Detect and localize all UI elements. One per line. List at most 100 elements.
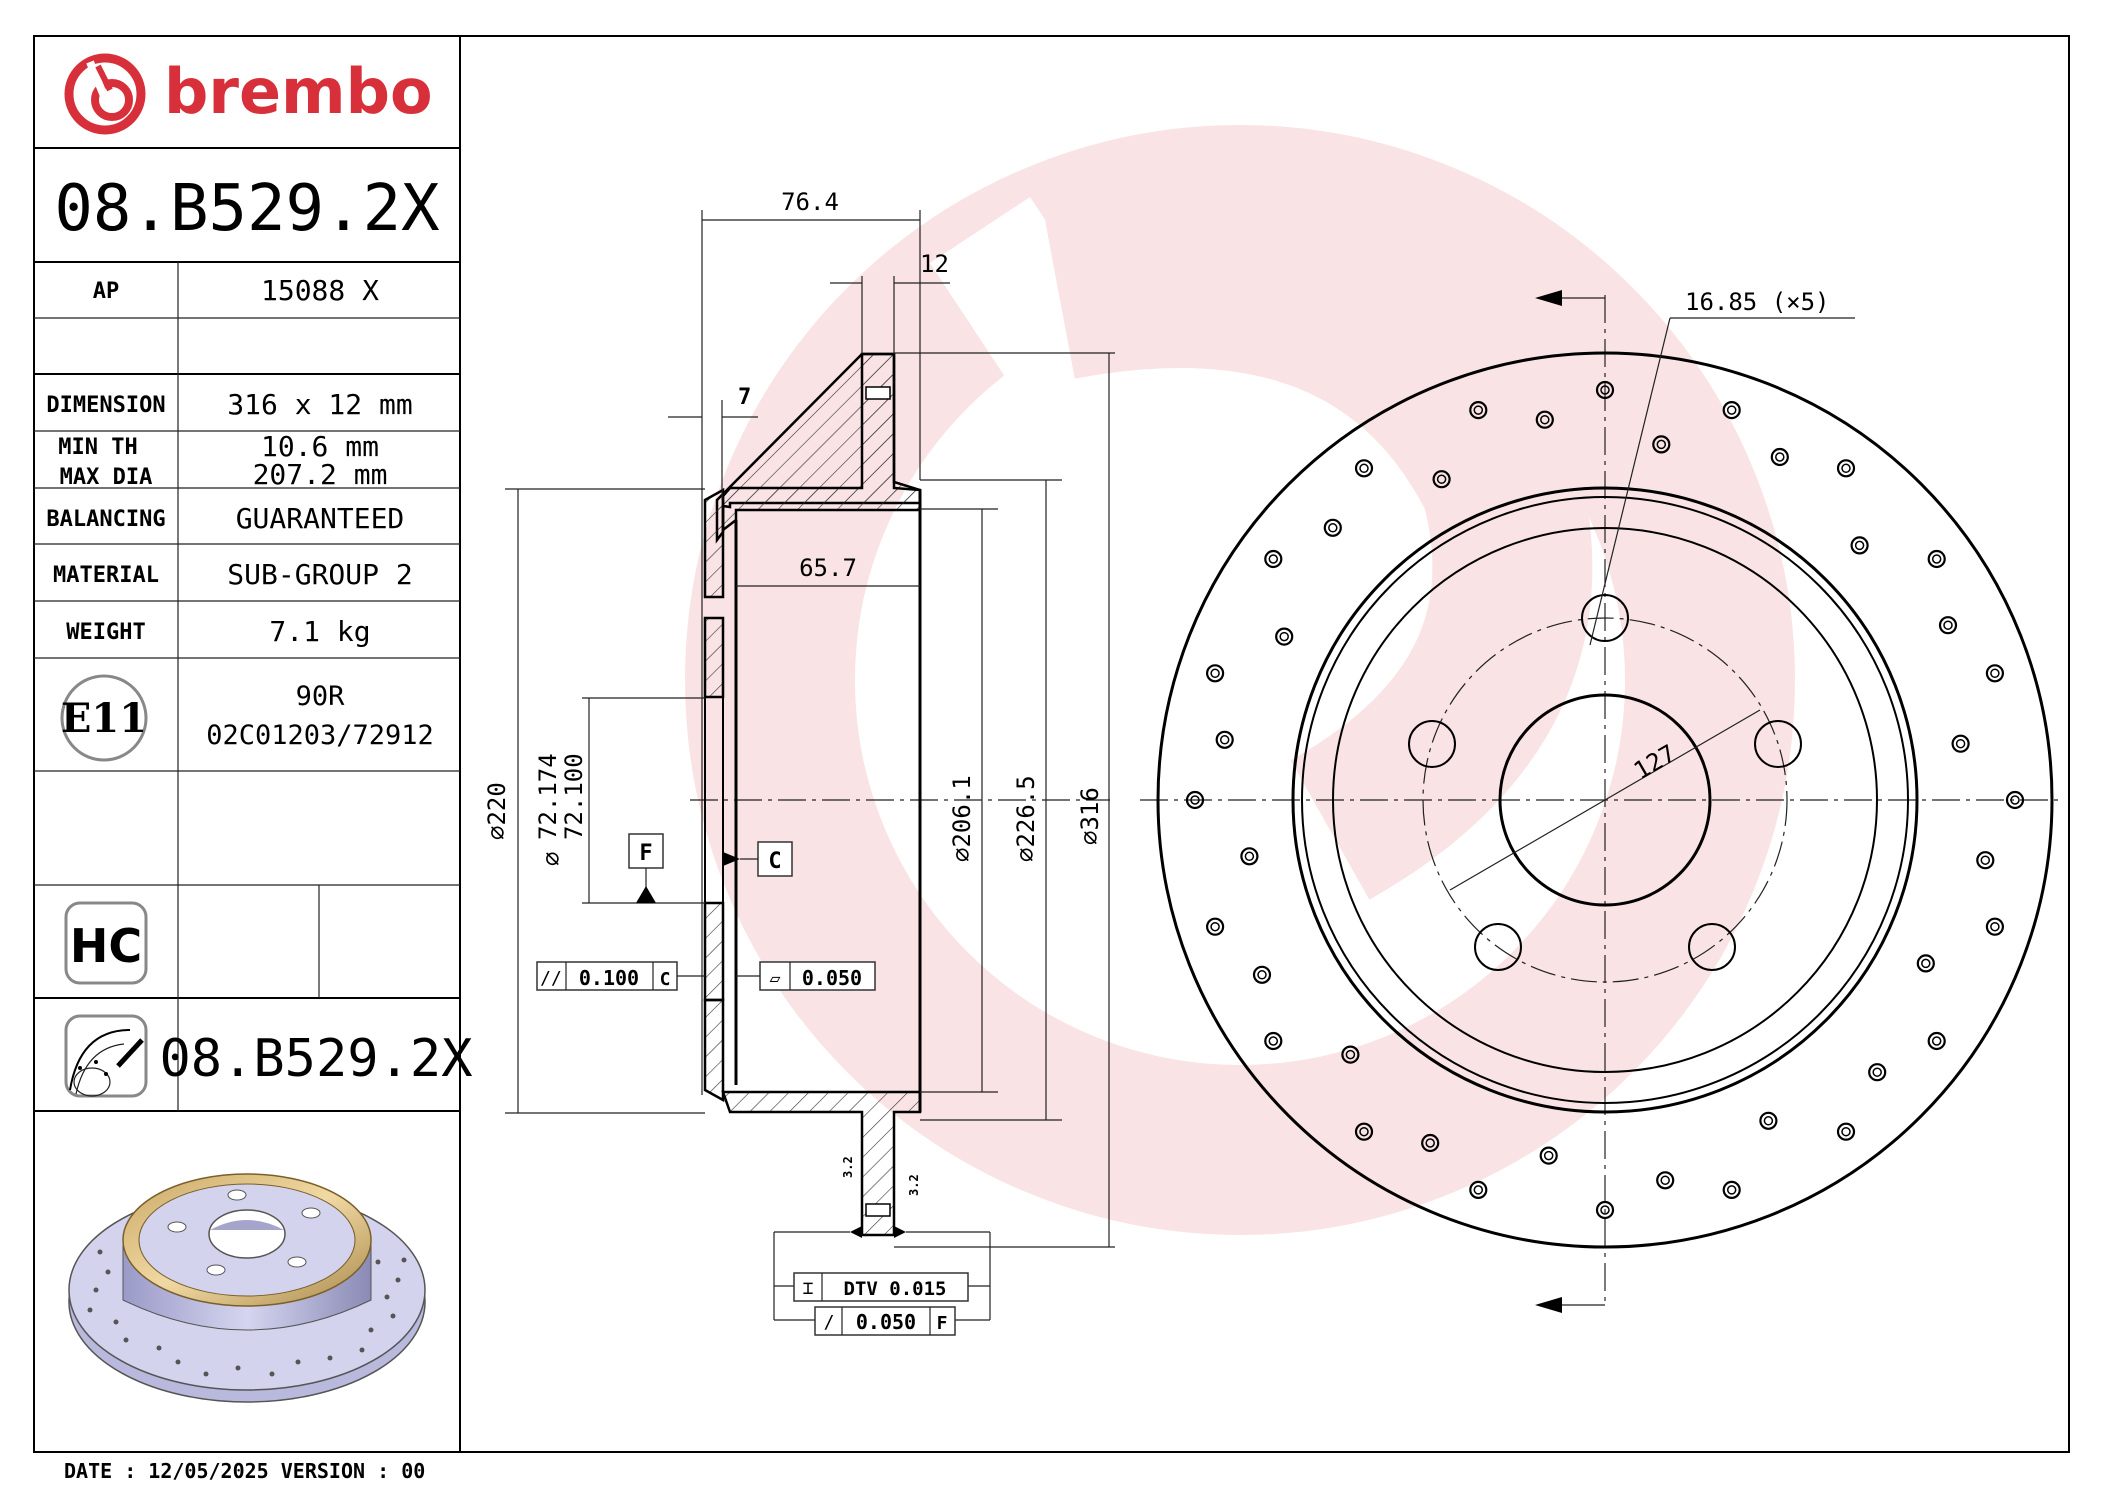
drill-hole-icon [1219,735,1230,745]
drill-hole-icon [1359,463,1369,474]
drill-hole-icon [1264,549,1283,569]
drill-hole-icon [1425,1138,1435,1148]
drill-hole-icon [1436,474,1447,484]
dim-disc-thickness: 12 [920,250,949,278]
part-number: 08.B529.2X [54,172,439,246]
drill-hole-icon [1421,1133,1440,1153]
drill-hole-icon [1240,847,1259,866]
drill-hole-icon [1323,518,1342,537]
spec-label-dimension: DIMENSION [46,393,165,418]
spec-value-dimension: 316 x 12 mm [227,388,412,421]
spec-label-max-dia: MAX DIA [60,465,153,490]
drill-hole-icon [1759,1111,1778,1130]
drill-hole-icon [1850,536,1869,555]
drill-hole-icon [1854,540,1865,551]
drill-hole-icon [1931,554,1942,564]
drill-hole-icon [1205,917,1225,936]
drill-hole-icon [1535,410,1554,429]
drill-hole-icon [1279,631,1289,642]
front-view: 127 16.85 (×5) [1140,288,2060,1313]
drill-hole-icon [1539,1146,1558,1165]
drill-hole-icon [1540,414,1550,425]
roughness-2: 3.2 [907,1174,921,1196]
spec-label-ap: AP [93,279,120,304]
dim-dia-226: ⌀226.5 [1012,775,1040,862]
drill-hole-icon [1210,668,1220,679]
drill-hole-icon [1656,439,1667,450]
flatness-value: 0.050 [802,966,862,990]
drill-holes [1185,380,2025,1220]
brand-name: brembo [164,55,433,128]
section-view [690,352,1110,1237]
flatness-symbol: ▱ [770,968,781,989]
drill-hole-icon [1473,405,1484,415]
drill-hole-icon [1656,1171,1675,1190]
drill-hole-icon [2005,790,2025,810]
spec-value-min-th: 10.6 mm [261,430,379,463]
drill-hole-icon [1985,917,2005,936]
roughness-1: 3.2 [841,1156,855,1178]
drill-hole-icon [1341,1045,1360,1064]
dtv-symbol: ⌶ [803,1278,814,1299]
drill-hole-icon [1726,405,1737,415]
runout-value: 0.050 [856,1310,916,1334]
spec-value-ap: 15088 X [261,274,379,307]
drill-hole-icon [1595,1200,1615,1220]
parallelism-value: 0.100 [579,966,639,990]
runout-symbol: / [824,1312,835,1333]
drill-hole-icon [1244,851,1255,862]
drill-hole-icon [1473,1185,1484,1195]
drill-hole-icon [1726,1185,1737,1195]
drill-hole-icon [1185,790,1205,810]
drill-hole-icon [1921,958,1931,969]
drill-hole-icon [1943,620,1953,630]
drill-hole-icon [1836,459,1856,478]
e11-approval-mark: E11 [60,674,148,762]
dim-dia-206: ⌀206.1 [948,775,976,862]
drill-hole-icon [1836,1122,1856,1141]
drill-hole-icon [1763,1116,1774,1126]
drill-hole-icon [1257,970,1267,980]
drill-hole-icon [1543,1150,1554,1161]
runout-datum: F [937,1313,948,1334]
dim-dia-220: ⌀220 [483,782,511,840]
drill-hole-icon [1469,1180,1488,1200]
datum-f: F [639,841,652,866]
drill-hole-icon [1210,921,1220,932]
drill-hole-icon [1215,730,1234,749]
spec-value-max-dia: 207.2 mm [253,458,388,491]
drill-hole-icon [1600,1205,1610,1215]
drill-hole-icon [1916,954,1935,973]
drill-hole-icon [1985,664,2005,683]
drill-hole-icon [1595,380,1615,400]
drill-hole-icon [1775,452,1785,462]
drill-hole-icon [1469,401,1488,420]
spec-value-weight: 7.1 kg [269,615,370,648]
bottom-part-number: 08.B529.2X [159,1029,472,1089]
footer-version: 00 [401,1459,425,1483]
drill-hole-icon [1868,1063,1887,1082]
footer-date-label: DATE : 12/05/2025 VERSION : 00 [64,1459,425,1483]
drill-hole-icon [1841,1126,1851,1137]
approval-number: 02C01203/72912 [206,720,434,751]
section-dimensions: 76.4 12 7 65.7 ⌀220 ⌀ 72.174 72.100 ⌀206… [483,188,1115,1248]
drill-hole-icon [1927,1031,1946,1051]
dim-overall-height: 76.4 [781,188,839,216]
spec-label-material: MATERIAL [53,563,159,588]
dtv-tolerance: DTV 0.015 [844,1278,947,1300]
drill-hole-icon [1951,734,1970,753]
drill-hole-icon [1268,554,1279,564]
parallelism-symbol: // [540,968,562,989]
drill-hole-icon [2010,795,2020,805]
spec-label-min-th: MIN TH [58,435,137,460]
dim-dia-316: ⌀316 [1076,787,1104,845]
drill-hole-icon [1354,459,1374,478]
spec-label-balancing: BALANCING [46,507,165,532]
drill-hole-icon [1652,435,1671,454]
spec-value-material: SUB-GROUP 2 [227,558,412,591]
dim-hat-depth: 65.7 [799,554,857,582]
drill-hole-icon [1660,1175,1670,1186]
drill-hole-icon [1722,1180,1741,1200]
drill-hole-icon [1841,463,1851,474]
